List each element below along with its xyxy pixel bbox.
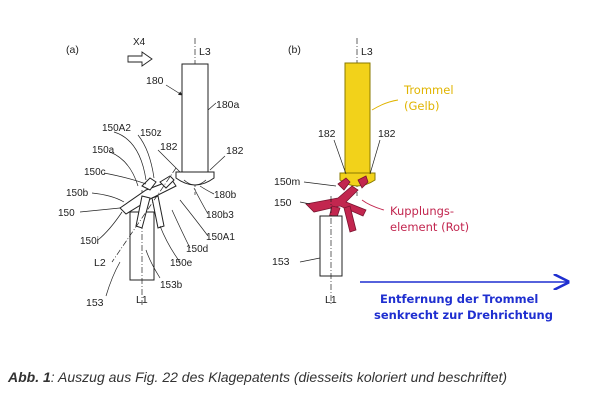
patent-figure: (a) X4 L3 L1	[58, 37, 606, 322]
panel-b: (b) L3 L1	[272, 38, 399, 306]
label-150a: 150a	[92, 145, 115, 156]
axis-l1-b-label: L1	[325, 294, 337, 306]
label-150z: 150z	[140, 128, 162, 139]
annotation-entfernung: Entfernung der Trommel	[380, 292, 538, 306]
label-180b3: 180b3	[206, 210, 234, 221]
label-L2: L2	[94, 257, 106, 269]
label-153-b: 153	[272, 256, 290, 268]
label-153b: 153b	[160, 280, 183, 291]
annotation-kupplung-color: element (Rot)	[390, 220, 469, 234]
label-150A1: 150A1	[206, 232, 235, 243]
drum-body-b	[344, 62, 371, 174]
drum-flange-a	[175, 171, 215, 186]
panel-a: (a) X4 L3 L1	[58, 37, 244, 309]
label-180a: 180a	[216, 99, 240, 111]
label-182-right: 182	[226, 145, 244, 157]
label-150: 150	[58, 208, 75, 219]
axis-l2	[111, 167, 177, 263]
x4-label: X4	[133, 37, 146, 48]
label-150i: 150i	[80, 236, 99, 247]
label-153: 153	[86, 297, 104, 309]
annotation-entfernung-2: senkrecht zur Drehrichtung	[374, 308, 553, 322]
label-180b: 180b	[214, 190, 237, 201]
label-150d: 150d	[186, 244, 208, 255]
annotation-kupplung: Kupplungs-	[390, 204, 454, 218]
drum-body-a	[181, 63, 209, 173]
label-182-b-right: 182	[378, 128, 396, 140]
panel-b-tag: (b)	[288, 44, 301, 56]
axis-l1-a-label: L1	[136, 294, 148, 306]
caption-label: Abb. 1	[8, 369, 51, 385]
label-150m: 150m	[274, 176, 301, 188]
x4-arrow-icon	[127, 51, 153, 67]
annotation-trommel: Trommel	[403, 83, 454, 97]
label-150A2: 150A2	[102, 123, 131, 134]
label-182-left: 182	[160, 141, 178, 153]
annotation-trommel-color: (Gelb)	[404, 99, 439, 113]
panel-a-tag: (a)	[66, 44, 79, 56]
axis-l3-b-label: L3	[361, 46, 373, 58]
figure-caption: Abb. 1: Auszug aus Fig. 22 des Klagepate…	[8, 367, 568, 387]
caption-text: : Auszug aus Fig. 22 des Klagepatents (d…	[50, 369, 508, 385]
label-182-b-left: 182	[318, 128, 336, 140]
label-150c: 150c	[84, 167, 106, 178]
axis-l3-label: L3	[199, 46, 211, 58]
label-150-b: 150	[274, 197, 292, 209]
label-180: 180	[146, 75, 164, 87]
label-150e: 150e	[170, 258, 193, 269]
label-150b: 150b	[66, 188, 89, 199]
